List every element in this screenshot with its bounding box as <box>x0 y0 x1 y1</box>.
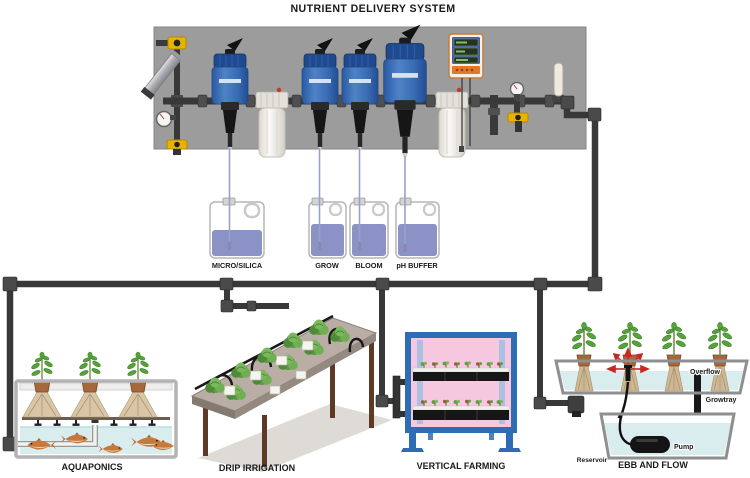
table-shadow <box>198 404 392 472</box>
jug-label-ph-buffer: pH BUFFER <box>396 261 438 270</box>
aquaponics-system: AQUAPONICS <box>14 351 179 472</box>
plant-icon <box>570 321 598 357</box>
jug-handle <box>328 202 343 217</box>
jug-bloom <box>349 197 389 259</box>
shelf-1 <box>412 360 510 381</box>
plant-icon <box>616 321 644 357</box>
plant-icon <box>660 321 688 357</box>
label-growtray: Growtray <box>706 397 737 404</box>
label-ebb-and-flow: EBB AND FLOW <box>618 460 688 470</box>
jug-label-micro-silica: MICRO/SILICA <box>212 261 263 270</box>
tank-walls <box>14 379 178 459</box>
label-pump: Pump <box>674 444 693 451</box>
controller-probe-wires <box>461 78 471 148</box>
rack-legs <box>401 428 521 452</box>
table-edge-left <box>192 396 235 419</box>
valve-drain <box>515 121 522 132</box>
jug-handle <box>243 202 261 219</box>
label-vertical-farming: VERTICAL FARMING <box>417 461 506 471</box>
pump-hose <box>618 381 634 447</box>
flow-meter-base <box>552 95 564 102</box>
label-aquaponics: AQUAPONICS <box>61 462 122 472</box>
filter-housing-1 <box>255 87 289 158</box>
nutrient-panel <box>140 24 587 158</box>
vertical-farming-system: VERTICAL FARMING <box>401 332 521 471</box>
jug-grow <box>308 197 347 259</box>
plant-icon <box>125 351 151 383</box>
plant-icon <box>77 351 103 383</box>
plant-icon <box>29 351 55 383</box>
inlet-pipe-stub <box>156 40 170 46</box>
pipe-fittings <box>2 95 603 452</box>
y-strainer-icon <box>140 49 184 100</box>
jug-label-grow: GROW <box>315 261 339 270</box>
shelf-2 <box>412 399 510 420</box>
probe-connector <box>459 146 464 152</box>
emitter-bar <box>22 417 170 420</box>
jug-micro-silica <box>209 197 265 259</box>
table-legs <box>203 340 374 467</box>
plant-icon <box>706 321 734 357</box>
rack-frame <box>405 332 517 433</box>
growtray-walls <box>554 359 749 395</box>
jug-ph-buffer <box>395 197 440 259</box>
ebb-and-flow-system: Overflow Growtray Pump Reservoir EBB AND… <box>554 321 749 470</box>
ebb-feed-elbow <box>567 395 585 417</box>
gauge-needle <box>159 113 165 120</box>
label-drip-irrigation: DRIP IRRIGATION <box>219 463 295 473</box>
supply-piping <box>2 95 603 452</box>
jug-label-bloom: BLOOM <box>355 261 382 270</box>
suction-tubes <box>228 148 406 250</box>
label-overflow: Overflow <box>690 369 721 376</box>
lettuce-icon <box>256 347 278 364</box>
water-pump <box>630 436 670 453</box>
jug-handle <box>422 202 437 217</box>
grow-cubes <box>223 340 314 396</box>
drip-irrigation-system: DRIP IRRIGATION <box>190 314 392 473</box>
raft-plants <box>22 351 158 418</box>
page-title: NUTRIENT DELIVERY SYSTEM <box>291 3 456 15</box>
controller-lcd-rows <box>453 38 479 64</box>
drip-branch-pipe <box>224 284 289 309</box>
reservoir-walls <box>599 412 736 460</box>
gauge-stem <box>170 115 176 120</box>
vertical-farm-manifold <box>392 375 410 419</box>
drain-valve-bolt <box>174 141 180 148</box>
riser-emitter <box>91 419 99 423</box>
flow-meter-icon <box>553 62 564 97</box>
inner-post-right <box>499 340 505 424</box>
drain-spout <box>173 149 181 155</box>
jug-handle <box>371 202 386 217</box>
label-reservoir: Reservoir <box>577 457 608 464</box>
inner-post-left <box>417 340 423 424</box>
tube-weights <box>228 242 407 252</box>
inlet-valve-bolt <box>173 39 181 47</box>
ph-controller <box>448 33 484 152</box>
outlet-assembly <box>488 62 564 135</box>
nutrient-jugs: MICRO/SILICA GROW BLOOM pH BUFFER <box>209 148 440 270</box>
